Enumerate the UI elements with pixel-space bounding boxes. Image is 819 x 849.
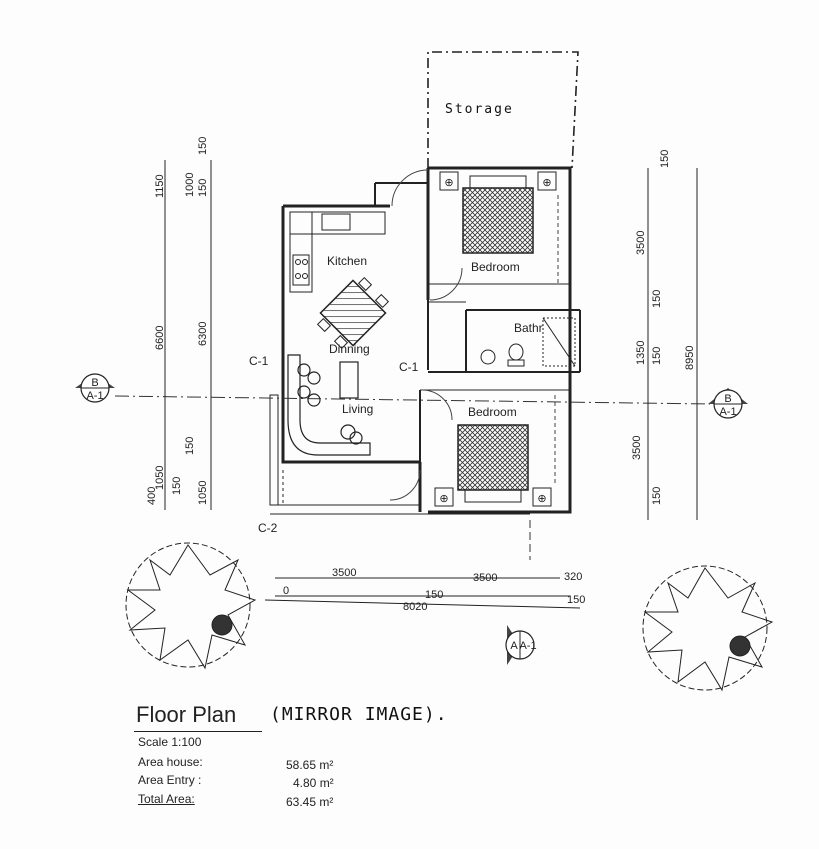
dim-right-150b: 150: [651, 290, 663, 308]
dim-mid-150d: 150: [171, 477, 183, 495]
dim-right-150a: 150: [659, 150, 671, 168]
dim-mid-150c: 150: [184, 437, 196, 455]
total-area-label: Total Area:: [138, 792, 195, 806]
dining-table: [316, 276, 390, 350]
dim-bottom-320: 320: [564, 571, 582, 583]
interior-walls: [419, 283, 581, 462]
section-marker-right: B A-1: [708, 388, 748, 419]
area-house-value: 58.65 m²: [286, 758, 334, 772]
tree-left-icon: [125, 542, 257, 670]
exterior-walls: [281, 166, 572, 514]
dim-left-400: 400: [146, 487, 158, 505]
bed-bottom: ⊕ ⊕: [434, 424, 552, 507]
area-entry-value: 4.80 m²: [293, 776, 334, 790]
dim-mid-1050b: 1050: [197, 481, 209, 505]
storage-outline: [427, 51, 579, 169]
dim-right-3500b: 3500: [631, 436, 643, 460]
dim-mid-150b: 150: [197, 179, 209, 197]
dim-bottom-150b: 150: [567, 594, 585, 606]
c1-left-label: C-1: [249, 354, 269, 368]
plan-title-note: (MIRROR IMAGE).: [270, 704, 448, 725]
tree-right-icon: [642, 565, 774, 692]
dim-right-150d: 150: [651, 487, 663, 505]
dim-left-6600: 6600: [154, 326, 166, 350]
dinning-label: Dinning: [329, 342, 370, 356]
dim-right-150c: 150: [651, 347, 663, 365]
svg-text:B: B: [724, 393, 731, 405]
dim-mid-150a: 150: [197, 137, 209, 155]
dim-bottom-150a: 150: [425, 589, 443, 601]
bathroom-label: Bathr: [514, 321, 543, 335]
svg-text:⊕: ⊕: [537, 493, 546, 505]
area-house-label: Area house:: [138, 755, 203, 769]
bedroom-bottom-label: Bedroom: [468, 405, 517, 419]
svg-text:A: A: [510, 640, 518, 652]
section-line-b: [114, 395, 711, 405]
wardrobes: [554, 195, 559, 485]
dim-mid-1050a: 1050: [154, 466, 166, 490]
entry-porch: [269, 394, 530, 515]
c1-right-label: C-1: [399, 360, 419, 374]
scale-text: Scale 1:100: [138, 735, 202, 749]
svg-text:⊕: ⊕: [439, 493, 448, 505]
total-area-value: 63.45 m²: [286, 795, 334, 809]
c2-label: C-2: [258, 521, 278, 535]
living-label: Living: [342, 402, 373, 416]
dim-mid-1000: 1000: [184, 173, 196, 197]
title-underline: [134, 731, 262, 732]
dim-mid-6300: 6300: [197, 322, 209, 346]
bathroom-fixtures: [480, 317, 576, 367]
dim-bottom-3500a: 3500: [332, 567, 356, 579]
svg-text:A-1: A-1: [519, 640, 536, 652]
area-entry-label: Area Entry :: [138, 773, 202, 787]
svg-text:⊕: ⊕: [542, 177, 551, 189]
kitchen-counter: [289, 211, 386, 293]
section-marker-left: B A-1: [75, 373, 115, 403]
dim-bottom-0: 0: [283, 585, 289, 597]
storage-label: Storage: [445, 102, 514, 117]
svg-text:⊕: ⊕: [444, 177, 453, 189]
dim-bottom-3500b: 3500: [473, 572, 497, 584]
dimension-lines: [164, 160, 698, 609]
living-sofa: [287, 354, 371, 456]
bed-top: ⊕ ⊕: [439, 171, 557, 254]
section-marker-bottom: A A-1: [505, 625, 537, 665]
dim-right-1350: 1350: [635, 341, 647, 365]
kitchen-label: Kitchen: [327, 254, 367, 268]
dim-bottom-8020: 8020: [403, 601, 427, 613]
bedroom-top-label: Bedroom: [471, 260, 520, 274]
dim-right-3500a: 3500: [635, 231, 647, 255]
svg-text:A-1: A-1: [86, 390, 103, 402]
svg-text:A-1: A-1: [719, 406, 736, 418]
door-swings: [389, 169, 463, 501]
dim-left-1150: 1150: [154, 174, 166, 198]
svg-text:B: B: [91, 377, 98, 389]
plan-title: Floor Plan: [136, 702, 237, 727]
dim-right-8950: 8950: [684, 346, 696, 370]
